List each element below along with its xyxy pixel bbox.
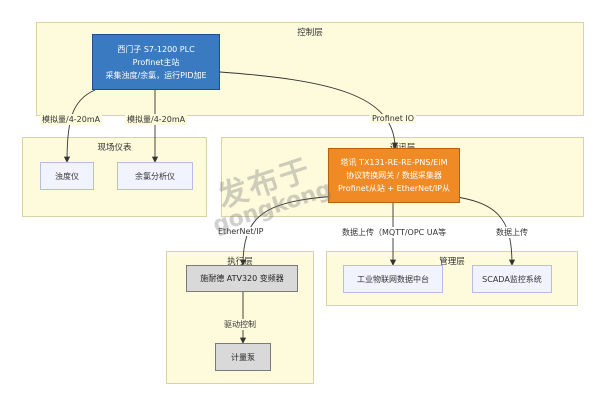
node-turbidity[interactable]: 浊度仪: [40, 162, 94, 190]
node-pump[interactable]: 计量泵: [215, 343, 271, 371]
node-chlorine[interactable]: 余氯分析仪: [117, 162, 193, 190]
layer-control-title: 控制层: [297, 28, 323, 38]
node-scada-label: SCADA监控系统: [482, 274, 542, 284]
edge-label-analog1: 模拟量/4-20mA: [40, 114, 103, 125]
node-gateway-line3: Profinet从站 + EtherNet/IP从: [337, 184, 451, 193]
node-iot-label: 工业物联网数据中台: [357, 274, 429, 284]
layer-field-title: 现场仪表: [97, 143, 132, 153]
edge-label-profinet: Profinet IO: [370, 114, 417, 123]
node-chlorine-label: 余氯分析仪: [135, 171, 175, 181]
edge-label-upload2: 数据上传: [494, 227, 530, 238]
edge-label-drive: 驱动控制: [222, 319, 258, 330]
node-vfd-label: 施耐德 ATV320 变频器: [200, 274, 284, 283]
edge-label-ethernetip: EtherNet/IP: [216, 227, 266, 236]
node-scada[interactable]: SCADA监控系统: [472, 265, 552, 293]
node-gateway-line1: 塔讯 TX131-RE-RE-PNS/EIM: [340, 158, 448, 167]
node-gateway-line2: 协议转换网关 / 数据采集器: [346, 171, 442, 180]
node-plc[interactable]: 西门子 S7-1200 PLC Profinet主站 采集浊度/余氯，运行PID…: [92, 34, 220, 90]
node-plc-line2: Profinet主站: [132, 57, 180, 67]
edge-label-analog2: 模拟量/4-20mA: [125, 114, 188, 125]
node-gateway[interactable]: 塔讯 TX131-RE-RE-PNS/EIM 协议转换网关 / 数据采集器 Pr…: [328, 148, 460, 203]
node-pump-label: 计量泵: [231, 352, 255, 362]
node-turbidity-label: 浊度仪: [55, 171, 79, 181]
node-plc-line3: 采集浊度/余氯，运行PID加E: [105, 70, 207, 80]
node-iot[interactable]: 工业物联网数据中台: [343, 265, 443, 293]
edge-label-upload1: 数据上传（MQTT/OPC UA等: [340, 227, 449, 238]
node-plc-line1: 西门子 S7-1200 PLC: [117, 44, 195, 54]
node-vfd[interactable]: 施耐德 ATV320 变频器: [186, 265, 298, 292]
